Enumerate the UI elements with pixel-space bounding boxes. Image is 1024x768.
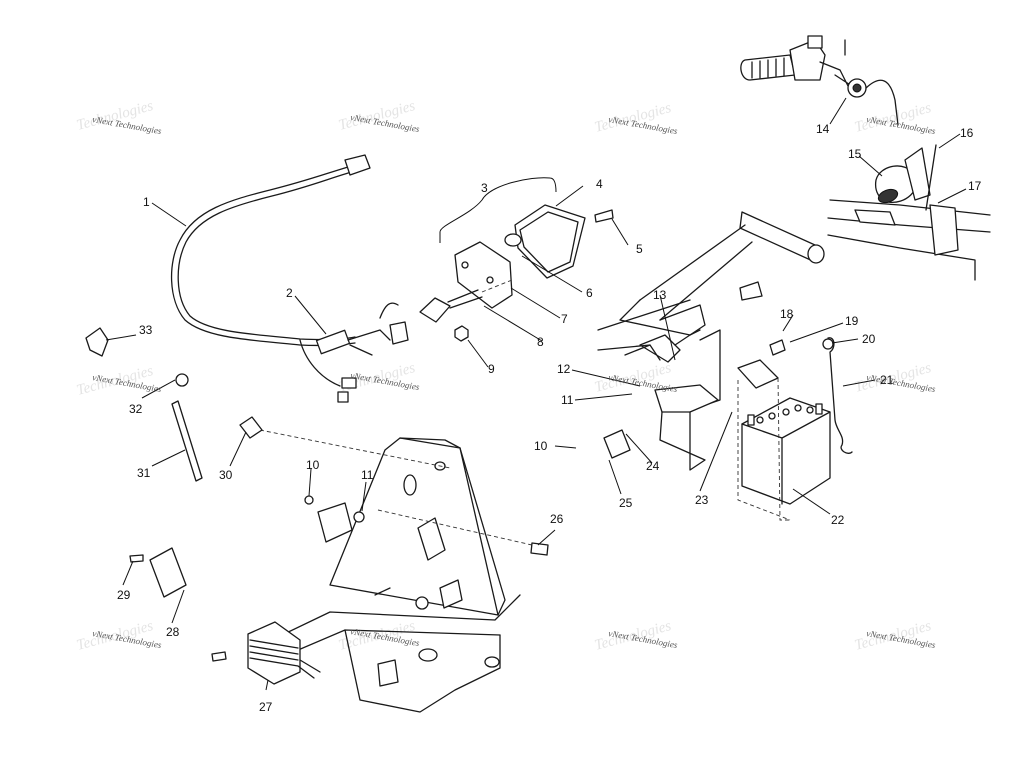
callout-7: 7 [561,312,568,326]
callout-31: 31 [137,466,151,480]
plate-28 [149,547,187,598]
callout-10a: 10 [306,458,320,472]
screw-27 [211,651,227,662]
subframe [254,594,521,713]
callout-6: 6 [586,286,593,300]
watermark-ghosts: Technologies Technologies Technologies T… [75,98,933,654]
socket-and-connector [419,279,513,323]
taillight-lens [514,204,586,279]
connector-30 [239,416,263,439]
callout-20: 20 [862,332,876,346]
callout-11b: 11 [561,393,574,407]
battery [741,397,831,505]
callout-16: 16 [960,126,974,140]
callout-25: 25 [619,496,633,510]
main-harness [170,154,409,403]
mounting-plate [329,437,506,616]
callout-13: 13 [653,288,667,302]
handlebar-switch [740,35,899,126]
callout-9: 9 [488,362,495,376]
battery-pad [737,359,791,521]
guide-30 [259,429,451,469]
bulb [504,233,522,247]
regulator [247,621,321,685]
callout-33: 33 [139,323,153,337]
screw-29 [129,554,144,563]
callout-21: 21 [880,373,894,387]
grommet-32 [175,373,189,387]
tie-strap [171,400,203,482]
leader-lines [105,97,967,691]
callouts: 1 2 3 4 5 6 7 8 9 13 12 11 10 14 15 16 1… [117,122,982,714]
callout-23: 23 [695,493,709,507]
callout-15: 15 [848,147,862,161]
callout-24: 24 [646,459,660,473]
guide-26 [377,509,533,546]
bolt-26 [530,542,549,556]
screw-5 [594,209,614,223]
clip-33 [85,327,109,357]
callout-8: 8 [537,335,544,349]
watermarks: vNext Technologies vNext Technologies vN… [92,112,937,650]
callout-27: 27 [259,700,273,714]
callout-10b: 10 [534,439,548,453]
screw-16 [925,144,937,211]
taillight-base [454,241,513,309]
battery-bracket [624,334,719,471]
callout-1: 1 [143,195,150,209]
horn [874,147,931,204]
callout-19: 19 [845,314,859,328]
callout-29: 29 [117,588,131,602]
callout-30: 30 [219,468,233,482]
switch-25 [603,429,631,459]
callout-12: 12 [557,362,571,376]
callout-4: 4 [596,177,603,191]
callout-22: 22 [831,513,845,527]
callout-18: 18 [780,307,794,321]
callout-11a: 11 [361,468,374,482]
callout-26: 26 [550,512,564,526]
callout-32: 32 [129,402,143,416]
callout-5: 5 [636,242,643,256]
callout-2: 2 [286,286,293,300]
group-bracket-3 [439,177,557,243]
callout-28: 28 [166,625,180,639]
rear-frame-corner [827,199,991,281]
callout-3: 3 [481,181,488,195]
callout-14: 14 [816,122,830,136]
nut-9 [454,325,469,342]
callout-17: 17 [968,179,982,193]
